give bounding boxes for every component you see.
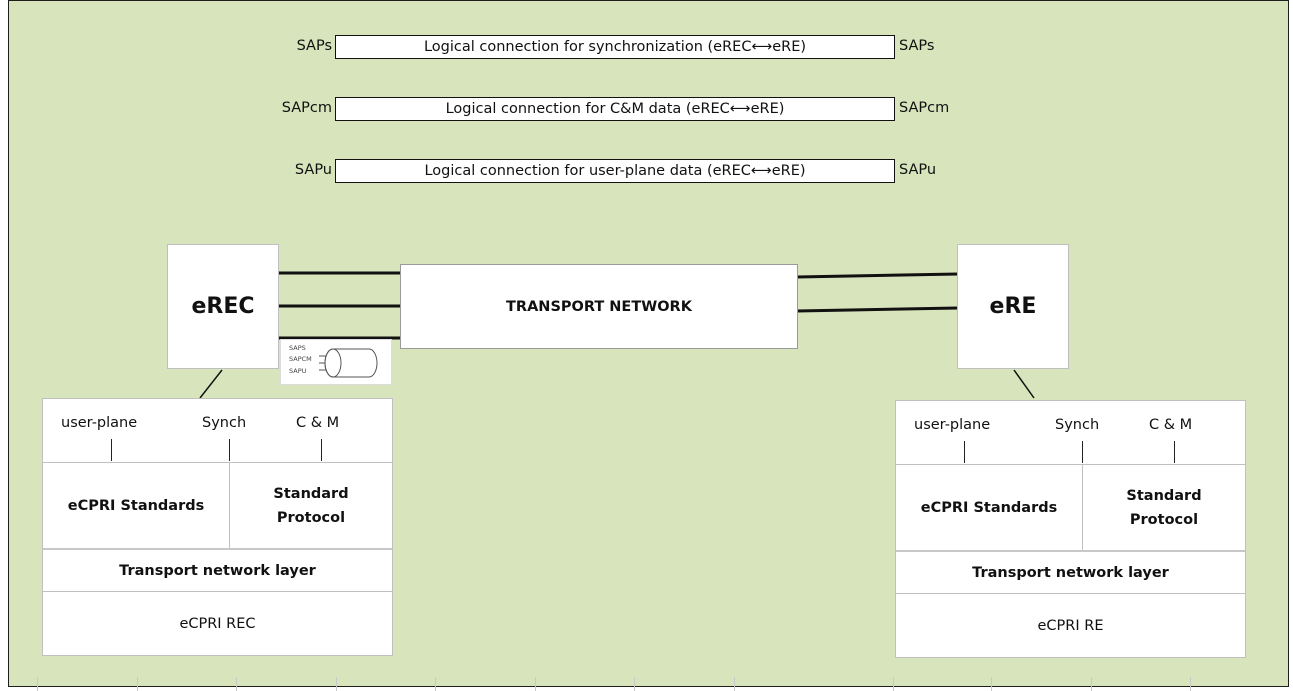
link-tn-ere-2 (796, 306, 959, 313)
ecpri-standards-cell: eCPRI Standards (896, 464, 1083, 550)
sap-icon-label-cm: SAPCM (289, 355, 312, 363)
user-plane-tick (964, 441, 965, 463)
user-plane-label: user-plane (914, 417, 991, 433)
gridline-strip (8, 677, 1289, 691)
gridline (137, 677, 138, 691)
cm-label: C & M (296, 415, 340, 431)
standard-protocol-line1: Standard (273, 485, 349, 502)
sap-left-label-cm: SAPcm (281, 100, 332, 116)
cm-tick (1174, 441, 1175, 463)
sap-icon-label-u: SAPU (289, 367, 307, 375)
sap-connector-icon: SAPS SAPCM SAPU (280, 339, 392, 385)
user-plane-label: user-plane (61, 415, 138, 431)
gridline (535, 677, 536, 691)
transport-network-layer-cell: Transport network layer (896, 550, 1245, 594)
logical-connection-cm: Logical connection for C&M data (eREC⟷eR… (335, 97, 895, 121)
standard-protocol-line2: Protocol (276, 509, 346, 526)
sap-left-label-user: SAPu (294, 162, 332, 178)
gridline (1091, 677, 1092, 691)
erec-node: eREC (167, 244, 279, 369)
cm-label: C & M (1149, 417, 1193, 433)
gridline (1190, 677, 1191, 691)
ecpri-rec-cell: eCPRI REC (43, 592, 392, 655)
gridline (236, 677, 237, 691)
ere-protocol-stack: user-plane Synch C & M eCPRI Standards S… (895, 400, 1246, 658)
cm-tick (321, 439, 322, 461)
sap-icon-label-s: SAPS (289, 344, 306, 352)
logical-connection-sync: Logical connection for synchronization (… (335, 35, 895, 59)
link-ere-stack (1013, 369, 1035, 399)
gridline (336, 677, 337, 691)
link-tn-ere-1 (796, 272, 959, 279)
sap-right-label-user: SAPu (899, 162, 937, 178)
ecpri-standards-cell: eCPRI Standards (43, 462, 230, 548)
synch-tick (1082, 441, 1083, 463)
ecpri-re-cell: eCPRI RE (896, 594, 1245, 657)
gridline (435, 677, 436, 691)
gridline (734, 677, 735, 691)
transport-network-layer-cell: Transport network layer (43, 548, 392, 592)
synch-tick (229, 439, 230, 461)
erec-protocol-stack: user-plane Synch C & M eCPRI Standards S… (42, 398, 393, 656)
ere-node: eRE (957, 244, 1069, 369)
standard-protocol-line2: Protocol (1129, 511, 1199, 528)
logical-connection-user: Logical connection for user-plane data (… (335, 159, 895, 183)
sap-left-label-sync: SAPs (296, 38, 332, 54)
gridline (37, 677, 38, 691)
gridline (893, 677, 894, 691)
user-plane-tick (111, 439, 112, 461)
transport-network-box: TRANSPORT NETWORK (400, 264, 798, 349)
sap-right-label-cm: SAPcm (899, 100, 950, 116)
synch-label: Synch (202, 415, 247, 431)
link-erec-stack (199, 369, 223, 399)
sap-right-label-sync: SAPs (899, 38, 935, 54)
standard-protocol-cell: Standard Protocol (230, 462, 392, 548)
cable-icon (319, 348, 378, 378)
gridline (991, 677, 992, 691)
standard-protocol-line1: Standard (1126, 487, 1202, 504)
synch-label: Synch (1055, 417, 1100, 433)
gridline (634, 677, 635, 691)
standard-protocol-cell: Standard Protocol (1083, 464, 1245, 550)
